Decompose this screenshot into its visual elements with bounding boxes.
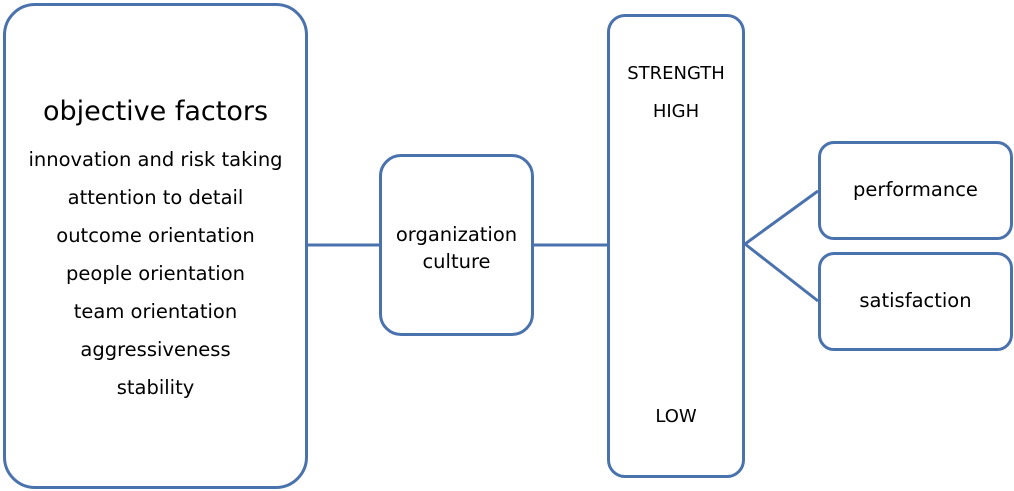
factor-item: stability — [116, 376, 195, 399]
satisfaction-label: satisfaction — [859, 289, 972, 312]
factor-item: innovation and risk taking — [28, 148, 283, 171]
factor-item: outcome orientation — [56, 224, 255, 247]
objective-factors-title: objective factors — [42, 96, 269, 127]
connector-strength-to-satisfaction — [744, 242, 819, 303]
organization-culture-box: organization culture — [379, 154, 534, 336]
objective-factors-box: objective factors innovation and risk ta… — [3, 3, 308, 489]
strength-low-label: LOW — [655, 406, 697, 427]
strength-box: STRENGTH HIGH LOW — [607, 14, 745, 478]
strength-title: STRENGTH — [627, 63, 725, 84]
organization-culture-label: organization culture — [382, 221, 531, 275]
satisfaction-box: satisfaction — [818, 252, 1013, 351]
factor-item: attention to detail — [67, 186, 244, 209]
organization-culture-line1: organization — [395, 223, 518, 246]
connector-strength-to-performance — [744, 189, 819, 246]
performance-box: performance — [818, 141, 1013, 240]
strength-high-label: HIGH — [652, 101, 700, 122]
objective-factors-list: innovation and risk taking attention to … — [6, 147, 305, 413]
performance-label: performance — [853, 178, 978, 201]
factor-item: aggressiveness — [80, 338, 231, 361]
organization-culture-line2: culture — [422, 250, 491, 273]
factor-item: people orientation — [66, 262, 245, 285]
factor-item: team orientation — [73, 300, 238, 323]
